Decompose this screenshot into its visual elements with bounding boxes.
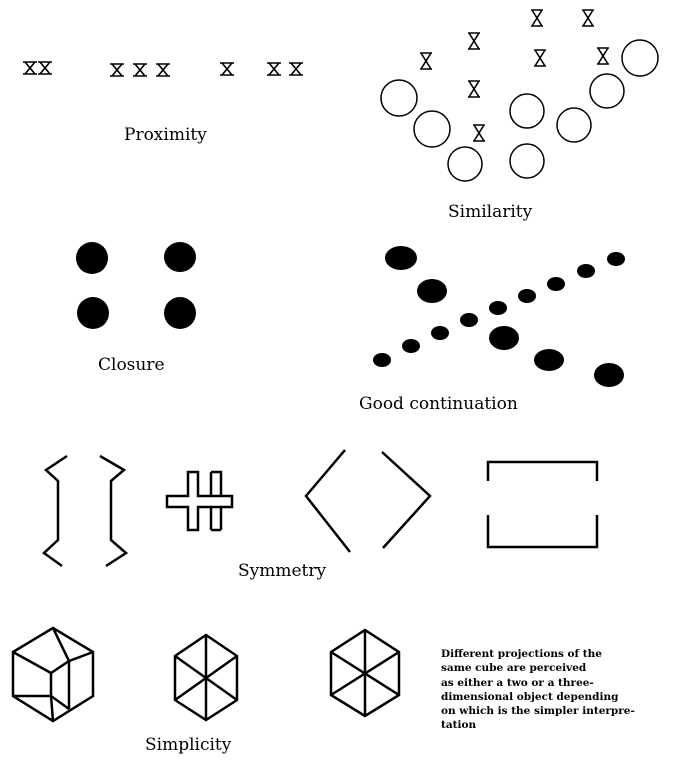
note-line: as either a two or a three-	[441, 676, 594, 689]
label-similarity: Similarity	[448, 202, 533, 222]
note-line: on which is the simpler interpre-	[441, 705, 635, 718]
symmetry-shapes	[42, 449, 599, 568]
note-line: Different projections of the	[441, 648, 602, 660]
cube-left	[11, 626, 95, 723]
proximity-marks	[22, 61, 304, 77]
label-symmetry: Symmetry	[238, 561, 327, 581]
cube-middle	[173, 633, 239, 722]
label-proximity: Proximity	[124, 125, 207, 145]
label-simplicity: Simplicity	[145, 735, 232, 755]
good-continuation-dots	[373, 246, 625, 387]
note-line: tation	[441, 719, 477, 732]
similarity-circles	[380, 39, 659, 182]
label-good-continuation: Good continuation	[359, 394, 518, 414]
note-line: dimensional object depending	[441, 690, 619, 703]
cube-projection-note: Different projections of the same cube a…	[441, 647, 691, 733]
note-line: same cube are perceived	[441, 662, 587, 675]
closure-dots	[76, 242, 196, 329]
label-closure: Closure	[98, 355, 165, 375]
cube-right	[329, 628, 401, 718]
